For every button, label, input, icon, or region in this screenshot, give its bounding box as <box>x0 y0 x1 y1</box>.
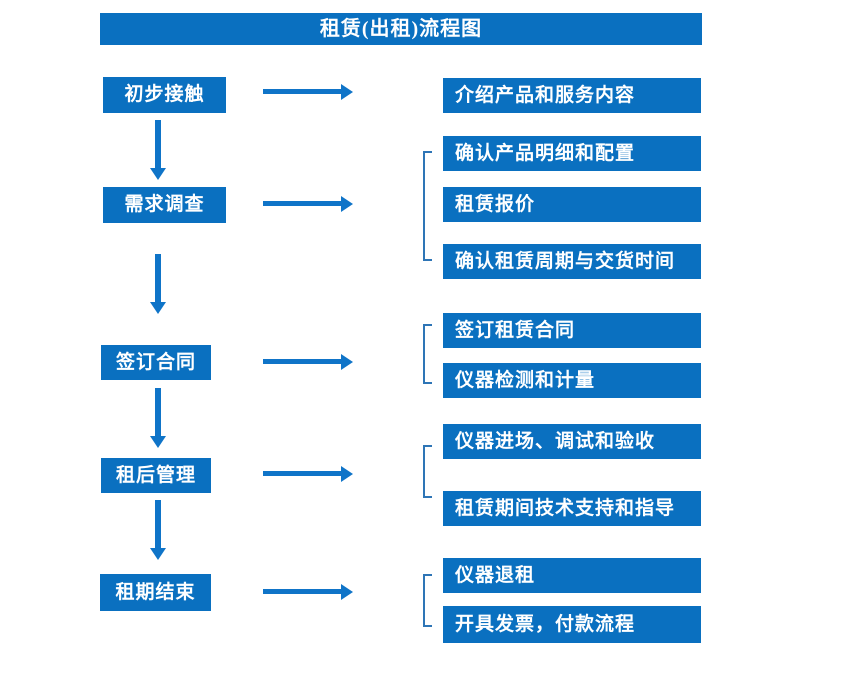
stage-box-rental-end: 租期结束 <box>100 574 211 611</box>
arrow-right-3 <box>263 354 353 370</box>
arrow-shaft <box>155 120 161 168</box>
arrow-shaft <box>155 388 161 436</box>
arrow-shaft <box>263 359 342 364</box>
arrow-down-3 <box>150 388 166 448</box>
arrow-right-4 <box>263 466 353 482</box>
arrow-down-2 <box>150 254 166 314</box>
bracket-sign-contract-group <box>423 324 432 384</box>
arrow-down-1 <box>150 120 166 180</box>
detail-box-instrument-setup-acceptance: 仪器进场、调试和验收 <box>443 424 701 459</box>
arrow-shaft <box>263 201 342 206</box>
arrow-shaft <box>263 471 342 476</box>
detail-box-confirm-product-config: 确认产品明细和配置 <box>443 136 701 171</box>
stage-box-initial-contact: 初步接触 <box>103 77 226 113</box>
arrow-right-2 <box>263 196 353 212</box>
arrow-head-icon <box>150 168 166 180</box>
arrow-down-4 <box>150 500 166 560</box>
stage-box-demand-survey: 需求调查 <box>103 187 226 223</box>
arrow-head-icon <box>341 196 353 212</box>
arrow-head-icon <box>150 548 166 560</box>
arrow-right-1 <box>263 84 353 100</box>
arrow-head-icon <box>150 436 166 448</box>
arrow-head-icon <box>341 584 353 600</box>
detail-box-rental-quotation: 租赁报价 <box>443 187 701 222</box>
flowchart-title: 租赁(出租)流程图 <box>100 13 702 45</box>
arrow-shaft <box>155 500 161 548</box>
stage-box-sign-contract: 签订合同 <box>101 345 211 380</box>
arrow-shaft <box>263 589 342 594</box>
bracket-demand-survey-group <box>423 151 432 261</box>
detail-box-confirm-period-delivery: 确认租赁周期与交货时间 <box>443 244 701 279</box>
detail-box-invoice-payment: 开具发票，付款流程 <box>443 606 701 643</box>
arrow-right-5 <box>263 584 353 600</box>
detail-box-technical-support: 租赁期间技术支持和指导 <box>443 491 701 526</box>
detail-box-introduce-products: 介绍产品和服务内容 <box>443 78 701 113</box>
arrow-head-icon <box>341 466 353 482</box>
arrow-head-icon <box>341 354 353 370</box>
bracket-post-rental-group <box>423 445 432 498</box>
bracket-rental-end-group <box>423 574 432 627</box>
arrow-shaft <box>155 254 161 302</box>
stage-box-post-rental-management: 租后管理 <box>101 458 211 493</box>
arrow-head-icon <box>341 84 353 100</box>
arrow-shaft <box>263 89 342 94</box>
detail-box-instrument-testing: 仪器检测和计量 <box>443 363 701 398</box>
detail-box-sign-rental-contract: 签订租赁合同 <box>443 313 701 348</box>
arrow-head-icon <box>150 302 166 314</box>
detail-box-instrument-return: 仪器退租 <box>443 558 701 593</box>
